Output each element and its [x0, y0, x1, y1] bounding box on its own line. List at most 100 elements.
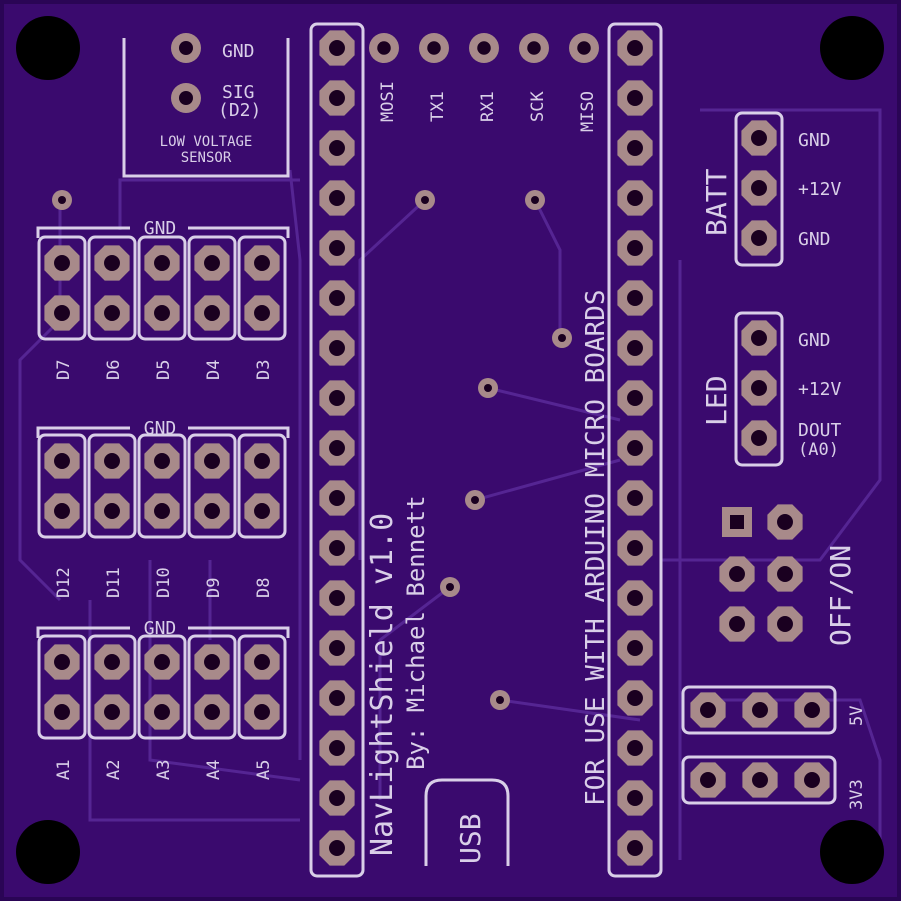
sensor-gnd-label: GND — [222, 41, 255, 62]
header-label: A3 — [154, 760, 174, 780]
led-a0-label: (A0) — [798, 440, 839, 460]
header-label: A1 — [54, 760, 74, 780]
gnd-label-bottom: GND — [144, 618, 177, 639]
sensor-title-1: LOW VOLTAGE — [160, 134, 253, 150]
switch-pin — [767, 504, 803, 540]
header-pin — [44, 295, 80, 331]
arduino-right-pin — [617, 180, 653, 216]
arduino-right-header-outline — [607, 22, 663, 878]
batt-pin — [741, 220, 777, 256]
board-title: NavLightShield v1.0 By: Michael Bennett … — [365, 289, 611, 866]
spi-labels: MOSI TX1 RX1 SCK MISO — [378, 81, 598, 132]
batt-label: BATT — [700, 168, 733, 236]
arduino-left-pin — [319, 730, 355, 766]
arduino-left-pin — [319, 80, 355, 116]
led-header-outline — [734, 311, 784, 467]
header-pin — [94, 295, 130, 331]
switch-pin — [719, 606, 755, 642]
header-label: D8 — [254, 578, 274, 598]
spi-label-rx1: RX1 — [478, 91, 498, 122]
spi-pin — [469, 33, 499, 63]
arduino-left-pin — [319, 580, 355, 616]
via-hole — [421, 196, 429, 204]
header-label: D10 — [154, 567, 174, 598]
power-5v-pin — [794, 692, 830, 728]
header-pin — [144, 443, 180, 479]
power-3v3-pin — [690, 762, 726, 798]
switch-label: OFF/ON — [824, 545, 857, 646]
board-name: NavLightShield v1.0 — [365, 513, 400, 856]
header-label: D12 — [54, 567, 74, 598]
batt-connector: BATT GND +12V GND — [700, 130, 842, 250]
arduino-left-pin — [319, 630, 355, 666]
header-outline — [187, 235, 237, 341]
arduino-left-pin — [319, 430, 355, 466]
batt-gnd-label: GND — [798, 130, 831, 151]
header-outline — [37, 634, 87, 740]
batt-gnd2-label: GND — [798, 229, 831, 250]
arduino-left-pin — [319, 180, 355, 216]
arduino-left-pin — [319, 530, 355, 566]
via-hole — [531, 196, 539, 204]
header-pin — [244, 493, 280, 529]
board-author: By: Michael Bennett — [402, 495, 430, 770]
power-3v3-label: 3V3 — [847, 779, 867, 810]
header-pin — [194, 493, 230, 529]
header-label: D6 — [104, 360, 124, 380]
header-label: D5 — [154, 360, 174, 380]
spi-label-tx1: TX1 — [428, 91, 448, 122]
sensor-title-2: SENSOR — [181, 150, 232, 166]
power-3v3-outline — [681, 755, 837, 805]
batt-pin — [741, 120, 777, 156]
header-label: A2 — [104, 760, 124, 780]
power-5v-pin — [742, 692, 778, 728]
arduino-right-pin — [617, 80, 653, 116]
header-label: D9 — [204, 578, 224, 598]
header-pin — [44, 694, 80, 730]
header-outline — [137, 634, 187, 740]
switch-pin — [767, 606, 803, 642]
arduino-right-pin — [617, 680, 653, 716]
header-outline — [87, 235, 137, 341]
header-outline — [37, 433, 87, 539]
batt-12v-label: +12V — [798, 179, 842, 200]
header-pin — [194, 245, 230, 281]
header-outline — [137, 433, 187, 539]
header-pin — [94, 443, 130, 479]
header-pin — [94, 694, 130, 730]
spi-label-sck: SCK — [528, 91, 548, 122]
power-5v-label: 5V — [847, 706, 867, 726]
header-pin — [244, 644, 280, 680]
led-connector: LED GND +12V DOUT (A0) — [700, 330, 842, 460]
header-pin — [194, 295, 230, 331]
header-pin — [144, 295, 180, 331]
arduino-left-pin — [319, 330, 355, 366]
arduino-right-pin — [617, 830, 653, 866]
via-hole — [446, 583, 454, 591]
spi-label-miso: MISO — [578, 91, 598, 132]
led-pin — [741, 420, 777, 456]
header-outline — [87, 433, 137, 539]
board-note: FOR USE WITH ARDUINO MICRO BOARDS — [581, 289, 611, 806]
traces — [18, 108, 882, 860]
header-label: D11 — [104, 567, 124, 598]
arduino-right-pin — [617, 330, 653, 366]
spi-pin — [519, 33, 549, 63]
header-pin — [44, 493, 80, 529]
header-pin — [144, 644, 180, 680]
header-label: A5 — [254, 760, 274, 780]
led-pin — [741, 320, 777, 356]
header-label: D3 — [254, 360, 274, 380]
header-outline — [237, 433, 287, 539]
via-hole — [484, 384, 492, 392]
led-pin — [741, 370, 777, 406]
header-pin — [94, 245, 130, 281]
power-3v3-pin — [794, 762, 830, 798]
arduino-left-pin — [319, 480, 355, 516]
header-pin — [194, 443, 230, 479]
header-pin — [244, 245, 280, 281]
header-pin — [44, 644, 80, 680]
sensor-d2-label: (D2) — [218, 100, 261, 121]
header-outline — [37, 235, 87, 341]
power-5v-pin — [690, 692, 726, 728]
